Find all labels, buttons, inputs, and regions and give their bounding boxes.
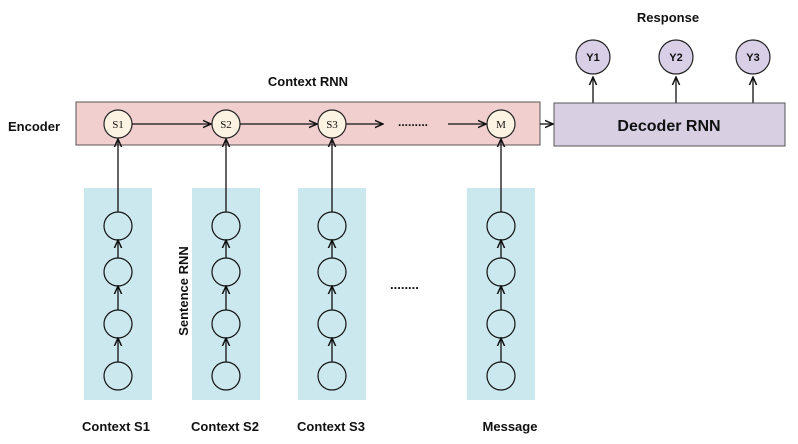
column-message: [467, 139, 535, 400]
sentence-node: [486, 309, 516, 339]
output-y1: Y1: [575, 39, 611, 75]
sentence-node: [211, 257, 241, 287]
sentence-rnn-columns: [84, 139, 535, 400]
sentence-node: [317, 309, 347, 339]
decoder-rnn-label: Decoder RNN: [617, 118, 720, 135]
column-label-context-s3: Context S3: [297, 419, 365, 434]
sentence-node: [211, 361, 241, 391]
sentence-node: [317, 257, 347, 287]
column-context-s3: [298, 139, 366, 400]
column-label-context-s2: Context S2: [191, 419, 259, 434]
decoder-bar: [553, 102, 786, 147]
encoder-node-s2-label: S2: [220, 119, 232, 131]
column-label-message: Message: [483, 419, 538, 434]
response-label: Response: [637, 10, 699, 25]
encoder-node-m-label: M: [496, 119, 506, 131]
sentence-node: [486, 361, 516, 391]
sentence-node: [211, 309, 241, 339]
encoder-node-s1: S1: [103, 109, 133, 139]
encoder-label: Encoder: [8, 119, 60, 134]
columns-dots: ........: [390, 277, 419, 292]
encoder-node-s1-label: S1: [112, 119, 124, 131]
encoder-node-s3: S3: [317, 109, 347, 139]
output-y3: Y3: [735, 39, 771, 75]
sentence-node: [317, 211, 347, 241]
output-y3-label: Y3: [746, 52, 759, 64]
sentence-node: [486, 257, 516, 287]
output-y2-label: Y2: [669, 52, 682, 64]
output-y2: Y2: [658, 39, 694, 75]
sentence-node: [103, 361, 133, 391]
sentence-node: [211, 211, 241, 241]
encoder-node-s3-label: S3: [326, 119, 338, 131]
sentence-node: [317, 361, 347, 391]
sentence-node: [486, 211, 516, 241]
column-context-s2: [192, 139, 260, 400]
column-context-s1: [84, 139, 152, 400]
sentence-node: [103, 257, 133, 287]
encoder-dots: .........: [398, 115, 428, 129]
context-rnn-label: Context RNN: [268, 74, 348, 89]
output-y1-label: Y1: [586, 52, 599, 64]
column-label-context-s1: Context S1: [82, 419, 150, 434]
sentence-node: [103, 211, 133, 241]
encoder-node-m: M: [486, 109, 516, 139]
sentence-node: [103, 309, 133, 339]
encoder-node-s2: S2: [211, 109, 241, 139]
sentence-rnn-label: Sentence RNN: [176, 246, 191, 336]
